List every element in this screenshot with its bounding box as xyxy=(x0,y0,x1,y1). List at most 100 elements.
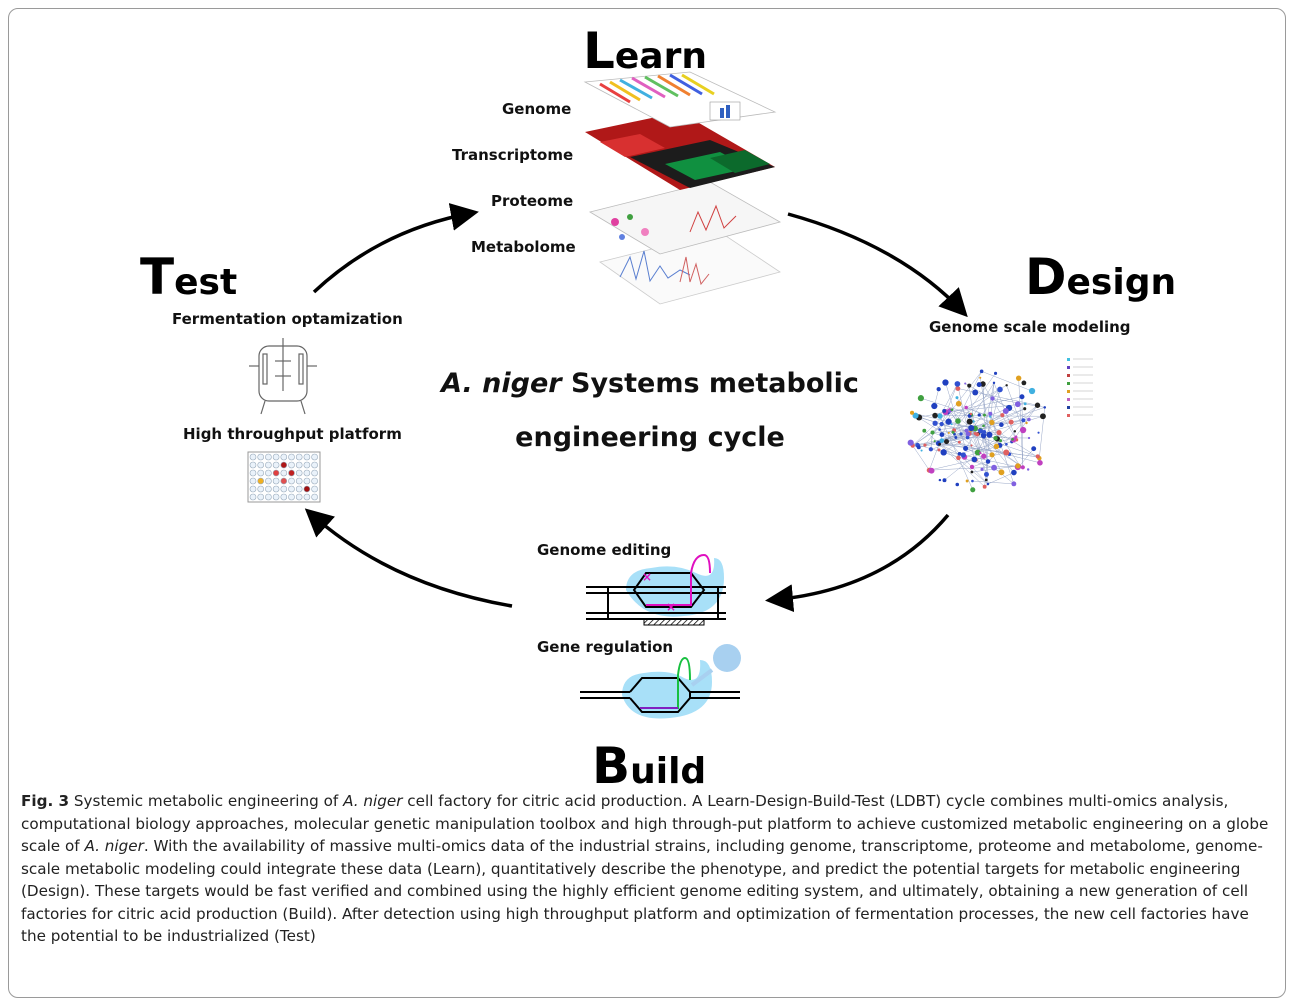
network-node xyxy=(993,382,995,384)
network-node xyxy=(990,452,995,457)
arrow-test-to-learn xyxy=(314,213,472,292)
network-node xyxy=(989,420,994,425)
network-node xyxy=(1043,406,1046,409)
plate-well xyxy=(273,470,279,476)
network-node xyxy=(977,382,982,387)
network-node xyxy=(932,421,937,426)
network-node xyxy=(985,479,988,482)
network-node xyxy=(1028,437,1030,439)
plate-well xyxy=(289,470,295,476)
network-node xyxy=(1011,470,1017,476)
plate-well xyxy=(281,494,287,500)
network-node xyxy=(986,432,992,438)
plate-well xyxy=(312,470,318,476)
network-node xyxy=(994,444,1000,450)
network-node xyxy=(1036,454,1040,458)
network-node xyxy=(1015,401,1021,407)
plate-well xyxy=(258,470,264,476)
plate-well xyxy=(250,470,256,476)
plate-well xyxy=(258,454,264,460)
plate-well xyxy=(289,478,295,484)
network-node xyxy=(921,449,923,451)
omics-layers-graphic xyxy=(570,72,810,312)
plate-well xyxy=(304,494,310,500)
network-node xyxy=(996,430,1001,435)
network-node xyxy=(951,408,954,411)
network-node xyxy=(931,403,937,409)
plate-well xyxy=(265,462,271,468)
plate-well xyxy=(265,478,271,484)
network-node xyxy=(991,465,997,471)
network-node xyxy=(1003,450,1009,456)
plate-well xyxy=(304,486,310,492)
plate-well xyxy=(312,454,318,460)
network-node xyxy=(981,454,986,459)
network-node xyxy=(968,425,974,431)
network-node xyxy=(974,432,977,435)
plate-well xyxy=(304,462,310,468)
plate-well xyxy=(265,494,271,500)
network-node xyxy=(922,429,926,433)
network-node xyxy=(955,418,961,424)
network-node xyxy=(986,459,990,463)
network-node xyxy=(972,390,978,396)
network-node xyxy=(956,483,960,487)
network-node xyxy=(1031,446,1036,451)
network-node xyxy=(958,441,961,444)
network-node xyxy=(956,401,962,407)
network-node xyxy=(987,483,990,486)
network-node xyxy=(970,413,972,415)
plate-well xyxy=(273,462,279,468)
network-node xyxy=(1021,418,1025,422)
network-node xyxy=(918,395,924,401)
plate-well xyxy=(289,454,295,460)
plate-well xyxy=(258,462,264,468)
network-node xyxy=(954,436,957,439)
network-node xyxy=(1015,463,1020,468)
network-node xyxy=(988,412,992,416)
network-node xyxy=(934,440,936,442)
network-node xyxy=(937,387,941,391)
network-node xyxy=(961,452,966,457)
network-node xyxy=(930,430,934,434)
plate-well xyxy=(296,478,302,484)
network-node xyxy=(999,422,1004,427)
network-node xyxy=(952,431,955,434)
arrow-build-to-test xyxy=(310,513,512,606)
network-edge xyxy=(939,443,972,445)
network-node xyxy=(964,382,966,384)
network-node xyxy=(959,432,962,435)
plate-well xyxy=(281,486,287,492)
network-node xyxy=(984,472,989,477)
network-node xyxy=(1037,460,1043,466)
network-node xyxy=(1016,375,1021,380)
network-node xyxy=(1021,465,1025,469)
plate-well xyxy=(258,486,264,492)
plate-well xyxy=(273,486,279,492)
plate-well xyxy=(265,454,271,460)
network-node xyxy=(942,409,946,413)
network-node xyxy=(937,413,942,418)
network-node xyxy=(908,440,914,446)
plate-well xyxy=(258,494,264,500)
network-node xyxy=(1037,432,1039,434)
network-node xyxy=(970,487,975,492)
network-node xyxy=(938,428,941,431)
network-node xyxy=(1023,407,1026,410)
network-node xyxy=(997,387,1003,393)
network-node xyxy=(999,439,1002,442)
metabolic-network-graphic xyxy=(895,348,1095,518)
network-node xyxy=(979,452,981,454)
network-node xyxy=(923,443,926,446)
network-node xyxy=(1035,403,1040,408)
svg-text:×: × xyxy=(666,600,676,614)
genome-editing-graphic: × × xyxy=(586,545,726,630)
network-node xyxy=(970,444,972,446)
network-node xyxy=(994,372,997,375)
network-node xyxy=(1019,394,1024,399)
network-node xyxy=(951,423,953,425)
network-node xyxy=(964,429,968,433)
plate-well xyxy=(312,494,318,500)
network-node xyxy=(956,456,961,461)
network-node xyxy=(1011,481,1016,486)
